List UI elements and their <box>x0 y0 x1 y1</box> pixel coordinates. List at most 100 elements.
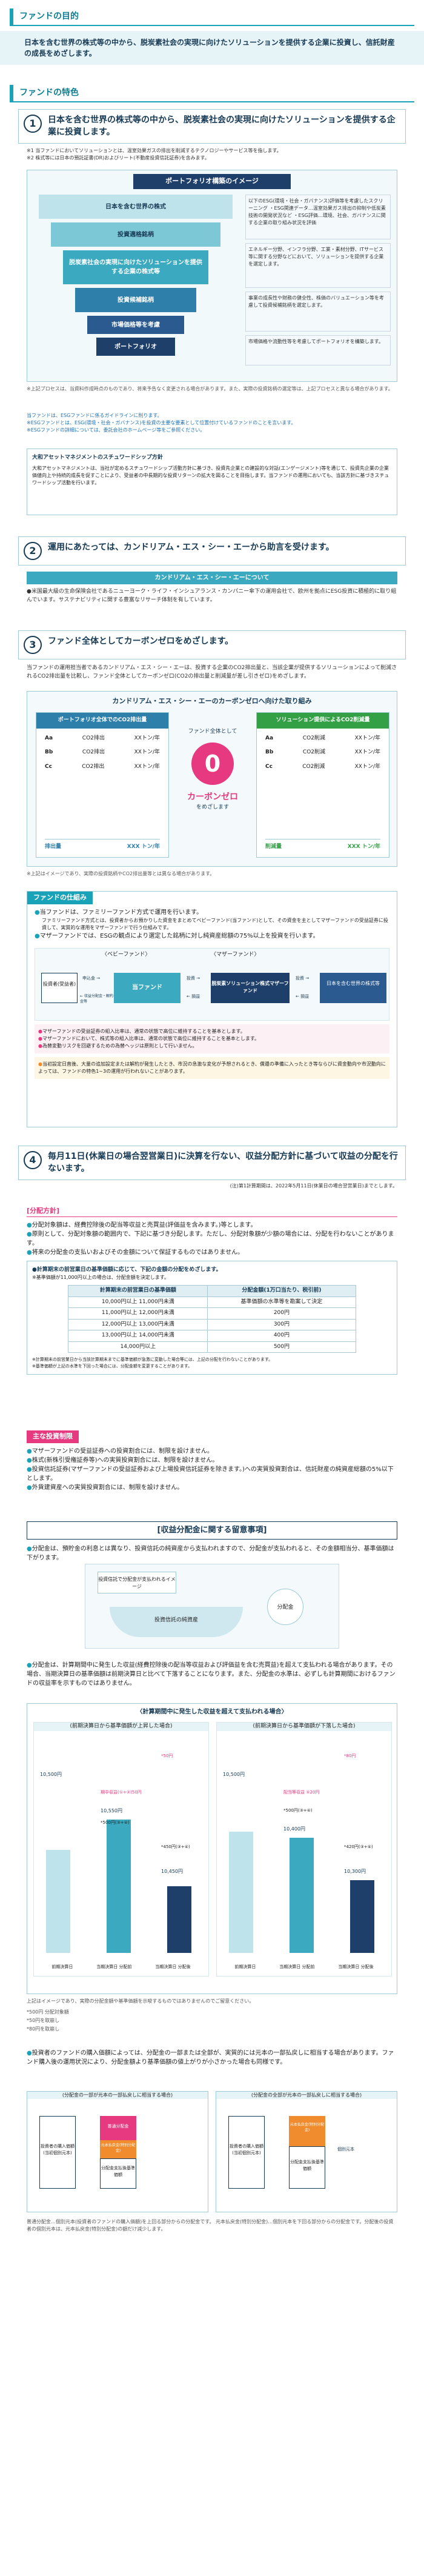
emissions-total-value: XXX トン/年 <box>127 843 160 850</box>
bullet-mark: ● <box>27 1466 32 1473</box>
feature-1-number: 1 <box>24 115 42 133</box>
reductions-total: 削減量 XXX トン/年 <box>265 838 380 852</box>
emission-amount: XXトン/年 <box>134 763 160 770</box>
mechanism-point-text: マザーファンドでは、ESGの観点により選定した銘柄に対し純資産総額の75%以上を… <box>39 932 319 939</box>
principal-left: (分配金の一部が元本の一部払戻しに相当する場合) 投資者の購入価額(当初個別元本… <box>27 2091 208 2212</box>
features-heading: ファンドの特色 <box>10 85 414 102</box>
emission-company: Bb <box>45 749 53 755</box>
feature-4-title-box: 4 毎月11日(休業日の場合翌営業日)に決算を行ない、収益分配方針に基づいて収益… <box>18 1146 406 1181</box>
center-top-text: ファンド全体として <box>188 729 237 735</box>
table-cell: 300円 <box>207 1318 356 1330</box>
mechanism-note-text: マザーファンドの受益証券の組入比率は、通常の状態で高位に維持することを基本としま… <box>42 1028 245 1034</box>
limit-point: ●株式(新株引受権証券等)への実質投資割合には、制限を設けません。 <box>27 1456 397 1465</box>
distribution-footnote-1: ※計算期末の前営業日から当該計算期末までに基準価額が急激に変動した場合等には、上… <box>32 1357 273 1362</box>
distribution-points: ●分配対象額は、経費控除後の配当等収益と売買益(評価益を含みます。)等とします。… <box>27 1221 397 1257</box>
feature-4: 4 毎月11日(休業日の場合翌営業日)に決算を行ない、収益分配方針に基づいて収益… <box>0 1146 424 1190</box>
distribution-point-text: 将来の分配金の支払いおよびその金額について保証するものではありません。 <box>31 1249 244 1256</box>
objective-band: 日本を含む世界の株式等の中から、脱炭素社会の実現に向けたソリューションを提供する… <box>0 31 424 65</box>
funnel-step-3: 脱炭素社会の実現に向けたソリューションを提供する企業の株式等 <box>63 250 208 284</box>
caution-point-text: 分配金は、計算期間中に発生した収益(経費控除後の配当等収益および評価益を含む売買… <box>27 1662 396 1687</box>
flow-arrow-4: ← 損益 <box>187 993 200 999</box>
flow-arrow-3: 投資 → <box>187 975 200 981</box>
bullet-mark: ● <box>27 1230 32 1238</box>
mechanism-note-text: マザーファンドにおいて、株式等の組入比率は、通常の状態で高位に維持することを基本… <box>42 1035 260 1041</box>
purchase-price-box: 投資者の購入価額(当初個別元本) <box>228 2116 265 2189</box>
mechanism-notes: ●マザーファンドの受益証券の組入比率は、通常の状態で高位に維持することを基本とし… <box>35 1024 389 1053</box>
feature-1: 1 日本を含む世界の株式等の中から、脱炭素社会の実現に向けたソリューションを提供… <box>0 109 424 162</box>
flow-arrow-5: 投資 → <box>296 975 310 981</box>
nav-bar-before <box>290 1838 314 1953</box>
baby-fund-box: 当ファンド <box>114 972 181 1003</box>
feature-1-note-1: ※1 当ファンドにおいてソリューションとは、温室効果ガスの排出を削減するテクノロ… <box>27 148 282 154</box>
emission-row-b: Bb CO2排出 XXトン/年 <box>45 749 160 757</box>
after-nav-box: 分配金支払後基準価額 <box>100 2158 136 2189</box>
emissions-total: 排出量 XXX トン/年 <box>45 838 160 852</box>
esg-note-1: 当ファンドは、ESGファンドに係るガイドラインに則ります。 <box>27 413 162 418</box>
emission-amount: XXトン/年 <box>134 749 160 755</box>
reductions-total-value: XXX トン/年 <box>347 843 380 850</box>
funnel: 日本を含む世界の株式 投資適格銘柄 脱炭素社会の実現に向けたソリューションを提供… <box>36 195 236 356</box>
feature-4-title: 毎月11日(休業日の場合翌営業日)に決算を行ない、収益分配方針に基づいて収益の分… <box>48 1152 398 1173</box>
emissions-title: ポートフォリオ全体でのCO2排出量 <box>36 713 168 729</box>
distribution-heading: [分配方針] <box>27 1206 397 1217</box>
feature-4-number: 4 <box>24 1151 42 1169</box>
caution-heading: [収益分配金に関する留意事項] <box>27 1521 397 1540</box>
distribution-table-note: ※基準価額が11,000円以上の場合は、分配金額を決定します。 <box>32 1275 169 1280</box>
feature-2-title-box: 2 運用にあたっては、カンドリアム・エス・シー・エーから助言を受けます。 <box>18 536 406 566</box>
objective-section: ファンドの目的 日本を含む世界の株式等の中から、脱炭素社会の実現に向けたソリュー… <box>0 8 424 65</box>
table-cell: 400円 <box>207 1330 356 1342</box>
limit-point: ●外貨建資産への実質投資割合には、制限を設けません。 <box>27 1483 397 1492</box>
principal-diagrams: (分配金の一部が元本の一部払戻しに相当する場合) 投資者の購入価額(当初個別元本… <box>27 2091 397 2212</box>
nav-axis-label: 前期決算日 <box>234 1964 256 1969</box>
nav-charts: 〈計算期間中に発生した収益を超えて支払われる場合〉 (前期決算日から基準価額が上… <box>27 1703 397 1994</box>
feature-3-title-box: 3 ファンド全体としてカーボンゼロをめざします。 <box>18 630 406 659</box>
baby-fund-label: 〈ベビーファンド〉 <box>102 951 151 958</box>
objective-heading: ファンドの目的 <box>10 8 414 26</box>
nav-label: 期中収益(①+②)50円 <box>101 1790 142 1795</box>
individual-principal-label: 個別元本 <box>337 2147 354 2152</box>
bullet-mark: ● <box>38 1028 42 1034</box>
nav-chart-left: (前期決算日から基準価額が上昇した場合) 10,500円 期中収益(①+②)50… <box>33 1722 209 1977</box>
flow-diagram: 〈ベビーファンド〉 〈マザーファンド〉 投資者(受益者) 当ファンド 脱炭素ソリ… <box>35 947 389 1021</box>
mechanism-extra-text: 当初設定日直後、大量の追加設定または解約が発生したとき、市況の急激な変化が予想さ… <box>38 1061 386 1074</box>
feature-1-note-2: ※2 株式等には日本の預託証書(DR)およびリート(不動産投資信託証券)を含みま… <box>27 155 210 161</box>
funnel-desc-2: エネルギー分野、インフラ分野、工業・素材分野、ITサービス等に関する分野などにお… <box>245 243 391 288</box>
table-cell: 200円 <box>207 1307 356 1320</box>
principal-right: (分配金の全部が元本の一部払戻しに相当する場合) 投資者の購入価額(当初個別元本… <box>216 2091 397 2212</box>
nav-bar-before <box>107 1820 131 1953</box>
bullet-mark: ● <box>35 909 40 916</box>
feature-1-title: 日本を含む世界の株式等の中から、脱炭素社会の実現に向けたソリューションを提供する… <box>48 115 396 137</box>
final-point: ●投資者のファンドの購入価額によっては、分配金の一部または全部が、実質的には元本… <box>27 2049 397 2067</box>
carbon-diagram-title: カンドリアム・エス・シー・エーのカーボンゼロへ向けた取り組み <box>112 697 312 705</box>
bullet-mark: ● <box>38 1035 42 1041</box>
reduction-company: Bb <box>265 749 274 755</box>
table-cell: 13,000円以上 14,000円未満 <box>68 1330 208 1342</box>
stocks-box: 日本を含む世界の株式等 <box>320 972 386 1003</box>
table-header: 分配金額(1万口当たり、税引前) <box>207 1285 356 1297</box>
nav-right-axis: 前期決算日 当期決算日 分配前 当期決算日 分配後 <box>223 1964 385 1970</box>
mechanism-note-3: ●為替変動リスクを回避するための為替ヘッジは原則として行いません。 <box>38 1043 386 1050</box>
nav-label: 10,500円 <box>223 1772 245 1777</box>
candriam-text: ●米国最大級の生命保険会社であるニューヨーク・ライフ・インシュアランス・カンパニ… <box>27 589 397 603</box>
distribution-point: ●原則として、分配対象額の範囲内で、下記に基づき分配します。ただし、分配対象額が… <box>27 1230 397 1248</box>
nav-chart-title: 〈計算期間中に発生した収益を超えて支払われる場合〉 <box>136 1709 288 1715</box>
nav-label: *450円(③+④) <box>161 1844 190 1849</box>
payout-pool: 投資信託の純資産 <box>110 1607 243 1637</box>
funnel-step-1: 日本を含む世界の株式 <box>39 195 233 219</box>
center-label: カーボンゼロ <box>187 792 238 802</box>
candriam-subhead: カンドリアム・エス・シー・エーについて <box>27 572 397 584</box>
table-cell: 12,000円以上 13,000円未満 <box>68 1318 208 1330</box>
nav-label: 10,550円 <box>101 1808 122 1814</box>
distribution-section: [分配方針] ●分配対象額は、経費控除後の配当等収益と売買益(評価益を含みます。… <box>0 1206 424 1375</box>
bullet-mark: ● <box>27 1457 32 1464</box>
distribution-footnote-2: ※基準価額が上記の水準を下回った場合には、分配金額を変更することがあります。 <box>32 1363 193 1369</box>
esg-note-3: ※ESGファンドの詳細については、委託会社のホームページ等をご参照ください。 <box>27 427 205 433</box>
emission-type: CO2排出 <box>82 749 105 755</box>
special-dist-box: 元本払戻金(特別分配金) <box>100 2140 136 2158</box>
nav-left-title: (前期決算日から基準価額が上昇した場合) <box>34 1723 208 1731</box>
bullet-mark: ● <box>27 1249 32 1256</box>
bullet-mark: ● <box>27 1447 32 1455</box>
